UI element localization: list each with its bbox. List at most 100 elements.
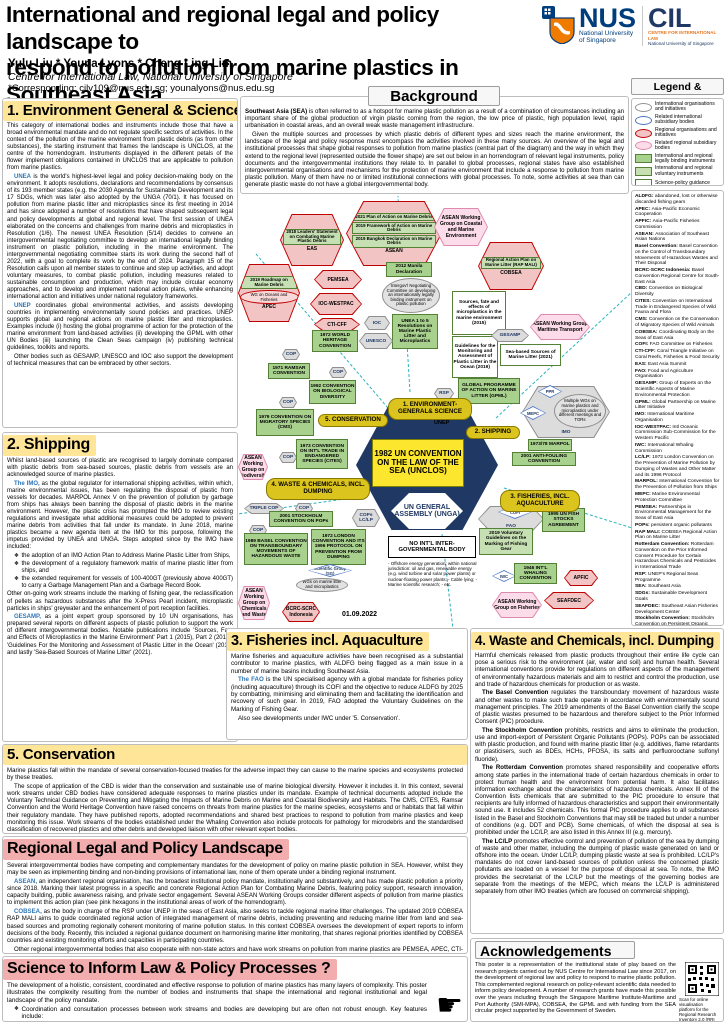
corresponding-emails[interactable]: *Corresponding: cilv109@nus.edu.sg; youn… [8, 83, 275, 94]
section-acknowledgements: Acknowledgements This poster is a repres… [470, 938, 724, 1022]
unclos: 1982 UN CONVENTION ON THE LAW OF THE SEA… [372, 439, 464, 487]
acronym-entry: RSP: UNEP's Regional Seas Programme [635, 571, 699, 583]
acronym-entry: LC/LP: 1972 London Convention on the Pre… [635, 455, 716, 478]
apec-wg: WG on Oceans and Fisheries [239, 289, 299, 304]
acronym-entry: IMO: International Maritime Organisation [635, 412, 695, 423]
acronym-entry: CMS: Convention on the Conservation of M… [635, 317, 719, 328]
affiliation: Centre for International Law, National U… [8, 71, 293, 83]
unep-label: UNEP [434, 420, 450, 427]
acronym-entry: RAP MALI: COBSEA Regional Action Plan on… [635, 529, 718, 541]
paragraph: UNEA is the world's highest-level legal … [7, 174, 233, 301]
legend-rect-icon [635, 179, 652, 185]
background-panel: Southeast Asia (SEA) is often referred t… [240, 96, 629, 194]
legend-ellipse-icon [635, 115, 652, 125]
acronym-entry: MEPC: Marine Environmental Protection Co… [635, 491, 700, 503]
acronym-entry: Basel Convention: Basel Convention on th… [635, 244, 718, 267]
guid-2015: Sources, fate and effects of microplasti… [452, 291, 506, 335]
paragraph: Other bodies such as GESAMP, UNESCO and … [7, 354, 233, 368]
cop-ramsar: COP [282, 349, 300, 360]
sci-group: Scientific Group (SG) [308, 564, 352, 577]
ioc: IOC [364, 316, 390, 330]
fish-stocks: 1995 UN FISH STOCKS AGREEMENT [542, 508, 585, 532]
ioc-westpac: IOC-WESTPAC [310, 293, 362, 315]
legend-ellipse-icon [635, 102, 652, 112]
acronym-entry: MARPOL: International Convention for the… [635, 479, 720, 491]
section-environment: 1. Environment General & Science This ca… [2, 98, 238, 428]
paragraph: The Rotterdam Convention promotes shared… [475, 764, 719, 836]
paragraph: Other on-going work streams include the … [7, 591, 233, 612]
bcrc: BCRC-SCRC Indonesia [282, 602, 320, 622]
whc-1972: 1972 WORLD HERITAGE CONVENTION [312, 330, 358, 352]
manila: 2012 Manila Declaration [386, 262, 432, 277]
legend-item: Related international subsidiary bodies [635, 114, 720, 126]
imo-wgs: Multiple WGs on marine plastics and micr… [554, 394, 606, 428]
nus-wordmark: NUS [578, 3, 636, 33]
legend-item: International organisations and initiati… [635, 101, 720, 113]
acronym-entry: IOC-WESTPAC: Intl Oceanic Commission Sub… [635, 424, 716, 441]
acronym-entry: GPML: Global Partnership on Marine Litte… [635, 399, 716, 411]
cms-1979: 1979 CONVENTION ON MIGRATORY SPECIES (CM… [256, 409, 314, 436]
acronym-entry: ASEAN: Association of Southeast Asian Na… [635, 231, 709, 243]
cobsea: Regional Action Plan on Marine Litter (R… [478, 242, 544, 290]
paragraph: Whilst land-based sources of plastic are… [7, 458, 233, 479]
guid-2021: Sea-based Sources of Marine Litter (2021… [500, 344, 561, 366]
section-fisheries-body: Marine fisheries and aquaculture activit… [231, 653, 463, 722]
awg-mt: ASEAN Working Group Maritime Transport [530, 314, 590, 340]
qr-code[interactable] [685, 962, 719, 996]
paragraph: UNEP coordinates global environmental ac… [7, 302, 233, 352]
section-conservation: 5. Conservation Marine plastics fall wit… [2, 744, 468, 834]
acronym-entry: Stockholm Convention: Stockholm Conventi… [635, 616, 715, 626]
paragraph: Harmful chemicals released from plastic … [475, 652, 719, 688]
bullet-item: ❖the development of a regulatory framewo… [14, 561, 233, 575]
paragraph: The IMO, as the global regulator for int… [7, 480, 234, 551]
section-fisheries-title: 3. Fisheries incl. Aquaculture [227, 632, 429, 651]
acronym-entry: SEAFDEC: Southeast Asian Fisheries Devel… [635, 603, 718, 615]
acronym-entry: SDGs: Sustainable Development Goals [635, 591, 708, 602]
nus-shield-icon [541, 6, 575, 45]
legend-rect-icon [635, 167, 652, 177]
whaling-1946: 1946 INT'L WHALING CONVENTION [514, 563, 557, 584]
mepc: MEPC [520, 406, 546, 420]
paragraph: Other regional intergovernmental bodies … [7, 945, 463, 953]
paragraph: Several intergovernmental bodies have co… [7, 862, 463, 877]
section-environment-body: This category of international bodies an… [7, 123, 233, 368]
cites-1973: 1973 CONVENTION ON INT'L TRADE IN ENDANG… [296, 439, 348, 469]
bullet-item: ❖Coordination and consultation processes… [14, 1005, 427, 1021]
acronym-entry: ALDFG: abandoned, lost or otherwise disc… [635, 194, 718, 205]
pointing-finger-icon: ☛ [436, 989, 463, 1022]
cop-cbd: COP [329, 367, 347, 378]
stockholm-2001: 2001 STOCKHOLM CONVENTION ON POPs [269, 511, 333, 527]
background-title: Background [368, 86, 500, 106]
asean-doc: 2019 Framework of Action on Marine Debri… [351, 222, 437, 235]
paragraph: Also see developments under IWC under '5… [238, 714, 400, 722]
paragraph: ASEAN, an independent regional organisat… [7, 877, 463, 907]
apec-doc: 2019 Roadmap on Marine Debris [241, 276, 297, 289]
cil-wordmark: CIL [648, 3, 692, 33]
paragraph: Given the multiple sources and processes… [245, 131, 624, 189]
eas: 2018 Leaders' Statement on Combating Mar… [280, 214, 344, 266]
anti-fouling: 2001 ANTI-FOULING CONVENTION [512, 452, 576, 466]
rsp: RSP [434, 388, 454, 399]
no-intl-body: NO INT'L INTER-GOVERNMENTAL BODY [388, 536, 476, 558]
ppr: PPR [538, 385, 562, 398]
bullet-diamond-icon: ❖ [14, 553, 19, 560]
acronym-entry: CBD: Convention on Biological Diversity [635, 286, 703, 298]
legend-item: International and regional legally bindi… [635, 153, 720, 165]
awg-cme: ASEAN Working Group on Coastal and Marin… [434, 208, 488, 246]
asean-doc: 2019 Bangkok Declaration on Marine Debri… [351, 235, 437, 248]
background-body: Southeast Asia (SEA) is often referred t… [245, 108, 624, 189]
eas-doc: 2018 Leaders' Statement on Combating Mar… [283, 228, 341, 246]
bullet-diamond-icon: ❖ [14, 1005, 19, 1012]
acronym-entry: APFIC: Asia-Pacific Fisheries Commission [635, 219, 700, 230]
bullet-diamond-icon: ❖ [14, 576, 19, 583]
acronym-entry: PEMSEA: Partnerships in Environmental Ma… [635, 504, 712, 521]
cop-cms: COP [279, 397, 297, 408]
paragraph: The development of a holistic, consisten… [7, 982, 427, 1004]
acronym-entry: CITES: Convention on International Trade… [635, 299, 716, 316]
sector-2: 2. SHIPPING [466, 426, 520, 439]
paragraph: Southeast Asia (SEA) is often referred t… [245, 108, 624, 130]
page-title: International and regional legal and pol… [6, 2, 459, 107]
gesamp: GESAMP [491, 329, 529, 342]
qr-caption: Scan for online visualisation platform f… [679, 997, 717, 1022]
unesco: UNESCO [359, 333, 393, 349]
